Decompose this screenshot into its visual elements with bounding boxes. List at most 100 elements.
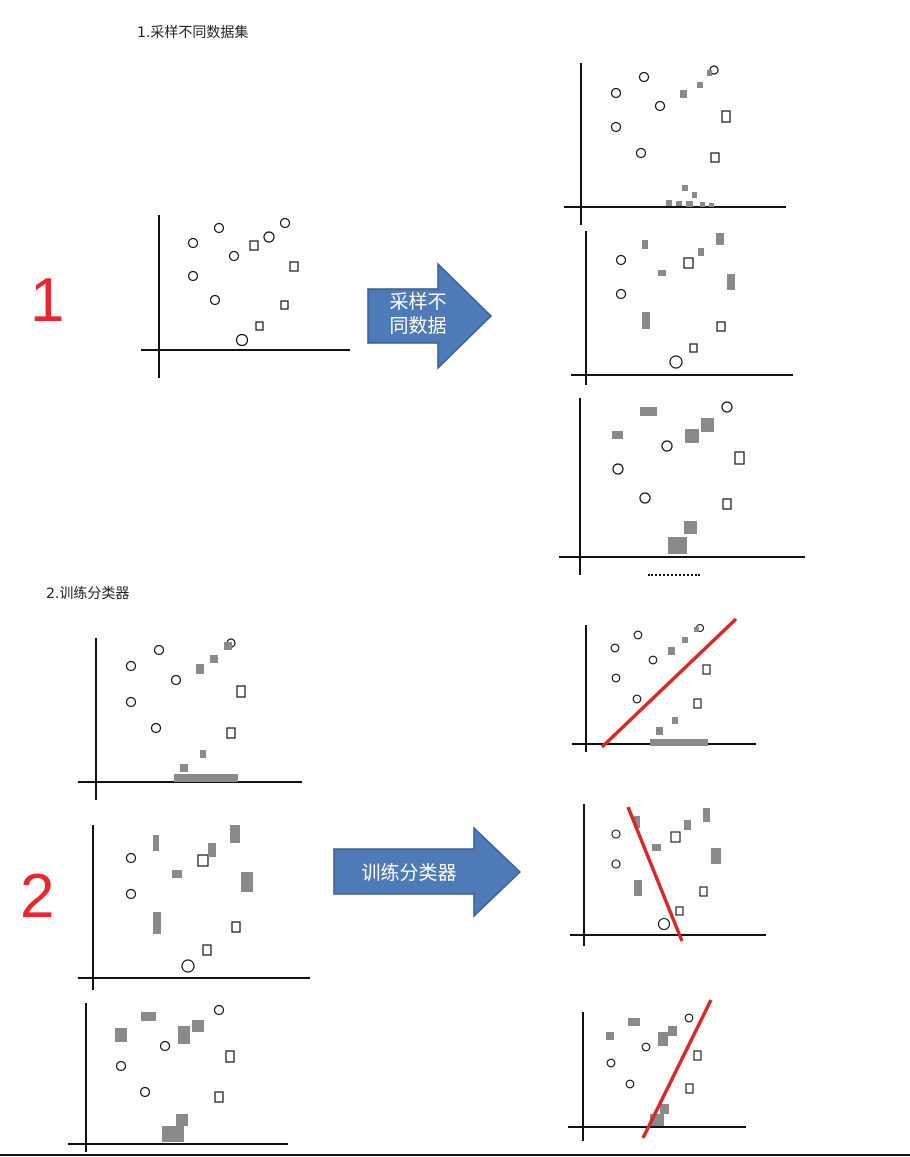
sample-square xyxy=(716,321,726,332)
pixel-marker xyxy=(642,240,648,249)
sample-square xyxy=(236,685,246,698)
pixel-marker xyxy=(692,192,697,198)
pixel-marker xyxy=(241,872,253,892)
sample-circle xyxy=(657,917,671,931)
sample-arrow-label-line2: 同数据 xyxy=(389,315,447,337)
sample-circle xyxy=(632,694,642,704)
pixel-marker xyxy=(703,808,710,822)
pixel-marker xyxy=(682,185,688,191)
section2-title: 2.训练分类器 xyxy=(46,586,130,602)
sample-circle xyxy=(159,1040,171,1052)
pixel-marker xyxy=(196,664,204,674)
sample-square xyxy=(721,110,731,123)
pixel-marker xyxy=(685,429,699,443)
pixel-marker xyxy=(612,431,623,439)
sample-circle xyxy=(139,1086,151,1098)
train-arrow-label: 训练分类器 xyxy=(361,862,457,884)
sample-square xyxy=(702,664,711,675)
sample-square xyxy=(734,451,745,465)
pixel-marker xyxy=(174,774,238,782)
sample-circle xyxy=(641,1042,651,1052)
train-dataset-2-plot xyxy=(78,825,310,990)
pixel-marker xyxy=(634,816,640,828)
pixel-marker xyxy=(162,1126,184,1142)
pixel-marker xyxy=(650,739,708,746)
train-dataset-1-plot xyxy=(78,638,302,800)
sample-circle xyxy=(606,1058,616,1068)
classifier-3-plot xyxy=(568,999,746,1141)
pixel-marker xyxy=(153,835,159,851)
pixel-marker xyxy=(115,1028,127,1042)
sample-arrow-label-line1: 采样不 xyxy=(389,291,447,313)
pixel-marker xyxy=(682,637,688,643)
pixel-marker xyxy=(658,270,666,276)
sample-circle xyxy=(235,333,249,347)
pixel-marker xyxy=(141,1012,156,1021)
sample-square xyxy=(197,854,209,867)
pixel-marker xyxy=(698,248,704,256)
sample-square xyxy=(670,831,681,843)
pixel-marker xyxy=(672,717,678,724)
sample-circle xyxy=(279,217,291,229)
sample-circle xyxy=(125,696,137,708)
section1-title: 1.采样不同数据集 xyxy=(137,25,249,41)
pixel-marker xyxy=(701,418,714,432)
sample-square xyxy=(255,321,264,331)
sample-circle xyxy=(125,660,137,672)
sample-circle xyxy=(610,643,620,653)
sample-square xyxy=(689,343,698,353)
sampled-dataset-3-plot xyxy=(559,398,805,575)
sample-circle xyxy=(648,655,658,665)
section2-number: 2 xyxy=(20,862,55,931)
pixel-marker xyxy=(700,202,705,207)
pixel-marker xyxy=(658,1032,668,1046)
sample-square xyxy=(214,1091,224,1103)
sample-circle xyxy=(638,71,650,83)
classifier-boundary-line xyxy=(626,806,684,942)
pixel-marker xyxy=(668,647,675,655)
pixel-marker xyxy=(697,82,703,88)
classifier-boundary-line xyxy=(641,999,713,1139)
pixel-marker xyxy=(640,407,657,416)
pixel-marker xyxy=(686,201,693,207)
sample-square xyxy=(693,698,702,709)
pixel-marker xyxy=(606,1032,614,1040)
sample-square xyxy=(202,944,212,956)
sample-circle xyxy=(611,859,621,869)
sample-square xyxy=(685,1083,694,1094)
sample-circle xyxy=(115,1060,127,1072)
pixel-marker xyxy=(634,880,642,896)
sample-circle xyxy=(610,121,622,133)
pixel-marker xyxy=(694,627,699,632)
sample-arrow xyxy=(367,262,493,370)
pixel-marker xyxy=(727,274,735,290)
sample-square xyxy=(225,1050,235,1063)
sample-circle xyxy=(213,222,225,234)
sample-circle xyxy=(187,270,199,282)
sample-circle xyxy=(213,1004,225,1016)
sample-square xyxy=(693,1050,702,1061)
sample-circle xyxy=(661,440,673,452)
sample-circle xyxy=(611,829,621,839)
sample-circle xyxy=(209,294,221,306)
sample-circle xyxy=(639,492,651,504)
pixel-marker xyxy=(652,844,661,851)
sampled-dataset-1-plot xyxy=(564,63,786,225)
sample-square xyxy=(722,498,732,510)
sample-circle xyxy=(611,673,621,683)
sample-square xyxy=(710,152,720,163)
pixel-marker xyxy=(192,1020,204,1032)
pixel-marker xyxy=(668,1026,677,1036)
sample-circle xyxy=(150,722,162,734)
sample-circle xyxy=(263,231,275,243)
sample-circle xyxy=(187,237,199,249)
sample-circle xyxy=(669,355,683,369)
sample-circle xyxy=(721,401,733,413)
sample-circle xyxy=(610,87,622,99)
classifier-boundary-line xyxy=(600,617,738,749)
sample-circle xyxy=(181,959,195,973)
sample-circle xyxy=(125,852,137,864)
original-dataset-plot xyxy=(141,215,350,378)
pixel-marker xyxy=(660,1104,669,1114)
pixel-marker xyxy=(172,870,182,878)
